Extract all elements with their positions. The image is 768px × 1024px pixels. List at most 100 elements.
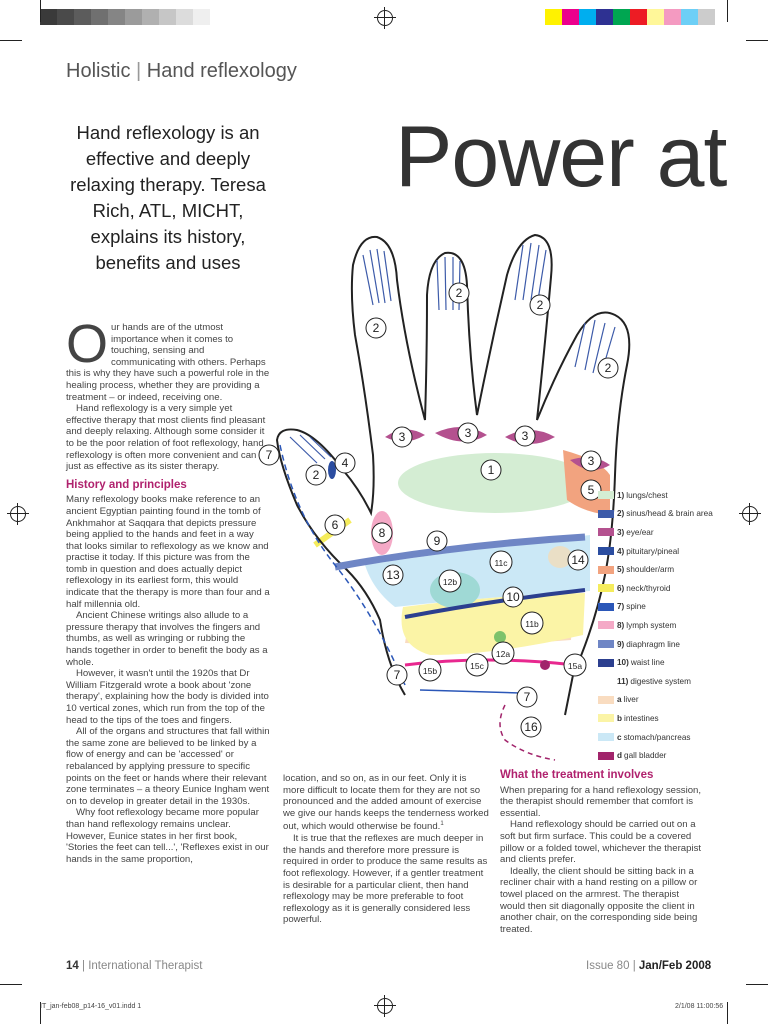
svg-text:6: 6 bbox=[332, 518, 339, 532]
color-swatch bbox=[613, 9, 630, 25]
color-swatch bbox=[630, 9, 647, 25]
legend-swatch bbox=[598, 621, 614, 630]
diagram-label: 7 bbox=[386, 664, 408, 686]
legend-item: 5)shoulder/arm bbox=[598, 560, 713, 579]
print-timestamp: 2/1/08 11:00:56 bbox=[675, 1003, 724, 1010]
svg-text:1: 1 bbox=[488, 463, 495, 477]
hand-outline bbox=[275, 233, 631, 716]
color-swatch bbox=[545, 9, 562, 25]
svg-text:3: 3 bbox=[465, 426, 472, 440]
paragraph: Ancient Chinese writings also allude to … bbox=[66, 610, 268, 668]
diagram-label: 1 bbox=[480, 459, 502, 481]
legend-item: 11)digestive system bbox=[598, 672, 713, 691]
diagram-label: 14 bbox=[567, 549, 589, 571]
spine-lower-line bbox=[419, 689, 521, 694]
color-swatch bbox=[142, 9, 159, 25]
diagram-label: 7 bbox=[516, 686, 538, 708]
crop-mark bbox=[727, 1002, 728, 1024]
color-swatch bbox=[596, 9, 613, 25]
section-name: Holistic bbox=[66, 60, 131, 82]
color-swatch bbox=[647, 9, 664, 25]
crop-mark bbox=[0, 984, 22, 985]
diagram-label: 7 bbox=[258, 444, 280, 466]
diagram-label: 2 bbox=[365, 317, 387, 339]
diagram-label: 2 bbox=[597, 357, 619, 379]
svg-text:3: 3 bbox=[522, 429, 529, 443]
diagram-label: 9 bbox=[426, 530, 448, 552]
registration-mark-top bbox=[374, 7, 396, 29]
legend-swatch bbox=[598, 547, 614, 556]
legend-swatch bbox=[598, 565, 614, 574]
svg-text:7: 7 bbox=[394, 668, 401, 682]
diagram-label: 5 bbox=[580, 479, 602, 501]
color-swatch bbox=[74, 9, 91, 25]
registration-mark-right bbox=[739, 503, 761, 525]
svg-text:11c: 11c bbox=[494, 558, 508, 568]
diagram-label: 15c bbox=[465, 653, 489, 677]
legend-swatch bbox=[598, 658, 614, 667]
paragraph: Ideally, the client should be sitting ba… bbox=[500, 865, 698, 935]
diagram-label: 11c bbox=[489, 550, 513, 574]
diagram-label: 13 bbox=[382, 564, 404, 586]
svg-text:2: 2 bbox=[605, 361, 612, 375]
headline: Power at bbox=[395, 109, 727, 205]
legend-swatch bbox=[598, 491, 614, 500]
registration-mark-bottom bbox=[374, 995, 396, 1017]
diagram-label: 6 bbox=[324, 514, 346, 536]
color-swatch bbox=[40, 9, 57, 25]
paragraph: All of the organs and structures that fa… bbox=[66, 726, 270, 807]
svg-text:16: 16 bbox=[524, 720, 538, 734]
legend-item: 10)waist line bbox=[598, 653, 713, 672]
svg-text:7: 7 bbox=[266, 448, 273, 462]
svg-text:15b: 15b bbox=[423, 666, 437, 676]
legend-swatch bbox=[598, 695, 614, 704]
issue-date: Jan/Feb 2008 bbox=[638, 960, 712, 972]
legend-item: 8)lymph system bbox=[598, 616, 713, 635]
lungs-chest-zone bbox=[398, 453, 592, 513]
crop-mark bbox=[0, 40, 22, 41]
color-swatch bbox=[681, 9, 698, 25]
legend-swatch bbox=[598, 640, 614, 649]
subheading-treatment: What the treatment involves bbox=[500, 769, 654, 781]
legend-swatch bbox=[598, 714, 614, 723]
legend-item: 2)sinus/head & brain area bbox=[598, 505, 713, 524]
registration-mark-left bbox=[7, 503, 29, 525]
paragraph: When preparing for a hand reflexology se… bbox=[500, 784, 702, 819]
grayscale-color-bar bbox=[40, 9, 210, 25]
diagram-label: 4 bbox=[334, 452, 356, 474]
legend-swatch bbox=[598, 528, 614, 537]
color-swatch bbox=[159, 9, 176, 25]
diagram-label: 16 bbox=[520, 716, 542, 738]
diagram-label: 2 bbox=[529, 294, 551, 316]
diagram-label: 8 bbox=[371, 522, 393, 544]
crop-mark bbox=[40, 0, 41, 22]
color-swatch bbox=[698, 9, 715, 25]
spine-line bbox=[279, 444, 406, 686]
paragraph: However, it wasn't until the 1920s that … bbox=[66, 668, 269, 726]
svg-text:3: 3 bbox=[588, 454, 595, 468]
svg-text:15a: 15a bbox=[568, 661, 582, 671]
drop-cap: O bbox=[66, 314, 109, 374]
wrist-dashed-line bbox=[499, 704, 556, 761]
legend-swatch bbox=[598, 584, 614, 593]
diagram-label: 15b bbox=[418, 658, 442, 682]
svg-text:3: 3 bbox=[399, 430, 406, 444]
process-color-bar bbox=[545, 9, 715, 25]
section-header: Holistic | Hand reflexology bbox=[66, 60, 297, 83]
standfirst: Hand reflexology is an effective and dee… bbox=[70, 122, 266, 273]
svg-text:12a: 12a bbox=[496, 649, 510, 659]
legend-swatch bbox=[598, 509, 614, 518]
legend-item: 6)neck/thyroid bbox=[598, 579, 713, 598]
diagram-label: 2 bbox=[448, 282, 470, 304]
legend-item: 4)pituitary/pineal bbox=[598, 542, 713, 561]
legend-swatch bbox=[598, 733, 614, 742]
paragraph: Hand reflexology should be carried out o… bbox=[500, 819, 702, 866]
color-swatch bbox=[579, 9, 596, 25]
diagram-label: 10 bbox=[502, 586, 524, 608]
crop-mark bbox=[40, 1002, 41, 1024]
finger-sinus-hatching bbox=[289, 242, 616, 464]
svg-text:13: 13 bbox=[386, 568, 400, 582]
svg-text:9: 9 bbox=[434, 534, 441, 548]
